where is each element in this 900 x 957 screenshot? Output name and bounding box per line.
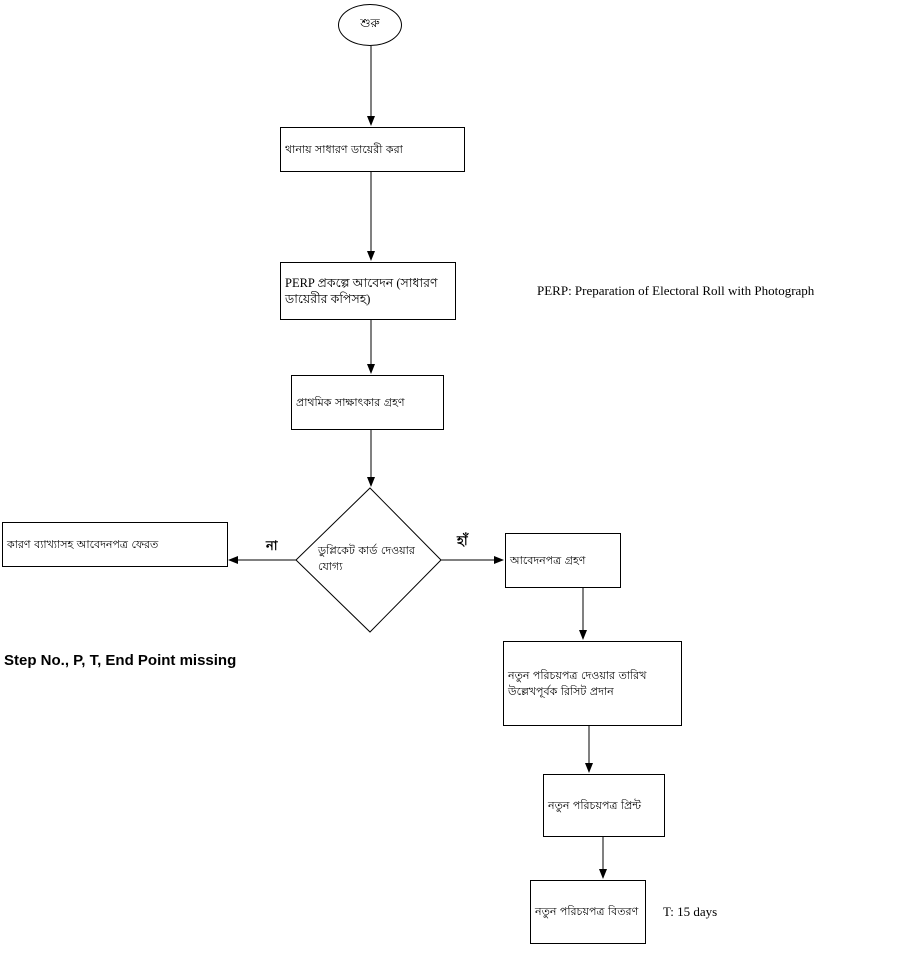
step3-box: প্রাথমিক সাক্ষাৎকার গ্রহণ <box>291 375 444 430</box>
yes-step1-label: আবেদনপত্র গ্রহণ <box>510 553 586 567</box>
yes-edge-label: হাঁ <box>457 534 468 549</box>
perp-definition-note: PERP: Preparation of Electoral Roll with… <box>537 283 815 298</box>
no-result-box: কারণ ব্যাখ্যাসহ আবেদনপত্র ফেরত <box>2 522 228 567</box>
missing-steps-note: Step No., P, T, End Point missing <box>4 652 237 669</box>
decision-diamond <box>295 487 442 633</box>
time-note: T: 15 days <box>663 904 718 919</box>
decision-label: ডুপ্লিকেট কার্ড দেওয়ার যোগ্য <box>318 544 415 573</box>
step2-label: PERP প্রকল্পে আবেদন (সাধারণ ডায়েরীর কপি… <box>285 276 438 306</box>
yes-step2-label: নতুন পরিচয়পত্র দেওয়ার তারিখ উল্লেখপূর্… <box>508 668 647 698</box>
start-label: শুরু <box>360 16 380 30</box>
yes-step3-label: নতুন পরিচয়পত্র প্রিন্ট <box>548 798 642 812</box>
yes-step3-box: নতুন পরিচয়পত্র প্রিন্ট <box>543 774 665 837</box>
no-edge-label: না <box>266 539 278 554</box>
step1-box: থানায় সাধারণ ডায়েরী করা <box>280 127 465 172</box>
step2-box: PERP প্রকল্পে আবেদন (সাধারণ ডায়েরীর কপি… <box>280 262 456 320</box>
yes-step2-box: নতুন পরিচয়পত্র দেওয়ার তারিখ উল্লেখপূর্… <box>503 641 682 726</box>
step3-label: প্রাথমিক সাক্ষাৎকার গ্রহণ <box>296 395 405 409</box>
yes-step4-label: নতুন পরিচয়পত্র বিতরণ <box>535 905 639 918</box>
step1-label: থানায় সাধারণ ডায়েরী করা <box>285 142 403 156</box>
start-node: শুরু <box>338 4 402 46</box>
yes-step1-box: আবেদনপত্র গ্রহণ <box>505 533 621 588</box>
yes-step4-box: নতুন পরিচয়পত্র বিতরণ <box>530 880 646 944</box>
no-result-label: কারণ ব্যাখ্যাসহ আবেদনপত্র ফেরত <box>7 537 159 551</box>
